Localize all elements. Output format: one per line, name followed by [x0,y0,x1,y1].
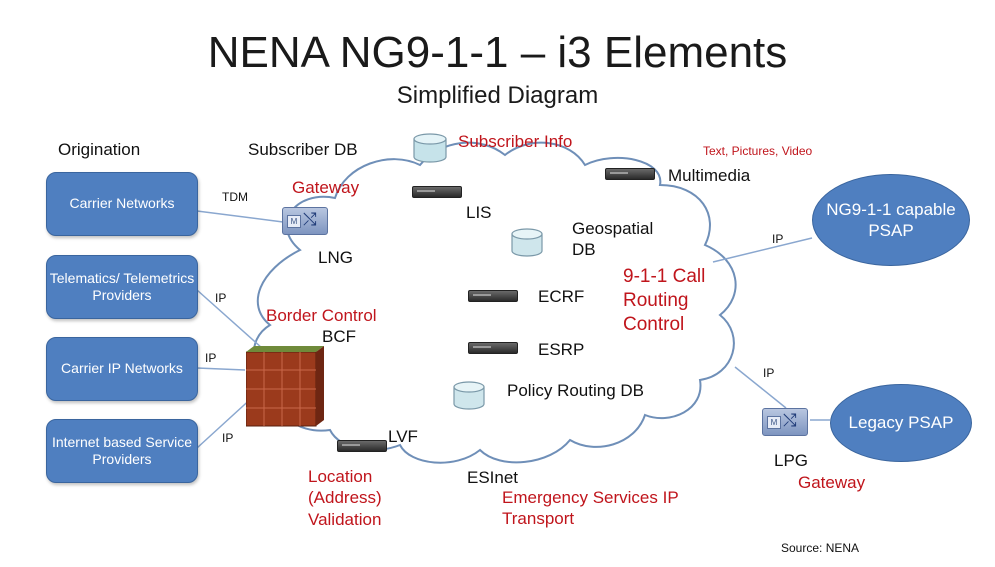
link-carrier-ip [196,367,246,371]
lng-switch-icon: M⤭ [282,207,328,235]
link-tdm [196,210,284,223]
ecrf-server-icon [468,290,518,302]
esinet-description: Emergency Services IP Transport [502,488,679,529]
geospatial-db-icon [511,228,543,257]
lvf-label: LVF [388,427,418,446]
esinet-label: ESInet [467,468,519,487]
origination-heading: Origination [58,140,141,159]
ng-psap-node: NG9-1-1 capable PSAP [812,174,970,266]
link-telematics [196,289,263,349]
subscriber-db-label: Subscriber DB [248,140,358,159]
gateway-top-label: Gateway [292,178,360,197]
routing-control-label: 9-1-1 Call Routing Control [623,266,706,335]
lpg-label: LPG [774,451,809,470]
ip-link-label-internet: IP [222,431,234,445]
ecrf-label: ECRF [538,287,585,306]
firewall-icon [246,346,324,427]
esrp-label: ESRP [538,340,585,359]
border-control-label: Border Control [266,306,377,325]
source-credit: Source: NENA [781,541,860,555]
multimedia-note: Text, Pictures, Video [703,144,813,158]
lis-server-icon [412,186,462,198]
lis-label: LIS [466,203,492,222]
esrp-server-icon [468,342,518,354]
link-legacy-psap [734,366,787,409]
bcf-label: BCF [322,327,356,346]
ip-link-label-telematics: IP [215,291,227,305]
geospatial-db-label: Geospatial DB [572,219,654,260]
esinet-cloud [253,141,737,464]
telematics-providers-box: Telematics/ Telemetrics Providers [46,255,198,319]
location-validation-label: Location (Address) Validation [308,467,382,529]
policy-routing-db-icon [453,381,485,410]
ip-label-top: IP [772,232,784,246]
lpg-switch-icon: M⤭ [762,408,808,436]
link-internet [196,394,256,449]
multimedia-label: Multimedia [668,166,751,185]
subscriber-db-icon [413,133,447,163]
gateway-bottom-label: Gateway [798,473,866,492]
lvf-server-icon [337,440,387,452]
lng-label: LNG [318,248,353,267]
page-title: NENA NG9-1-1 – i3 Elements [207,28,788,77]
tdm-link-label: TDM [222,190,248,204]
page-subtitle: Simplified Diagram [396,82,599,109]
ip-label-bottom: IP [763,366,775,380]
legacy-psap-node: Legacy PSAP [830,384,972,462]
link-ng-psap [712,237,813,263]
multimedia-server-icon [605,168,655,180]
carrier-ip-networks-box: Carrier IP Networks [46,337,198,401]
carrier-networks-box: Carrier Networks [46,172,198,236]
subscriber-info-label: Subscriber Info [458,132,573,151]
policy-routing-db-label: Policy Routing DB [507,381,645,400]
internet-service-providers-box: Internet based Service Providers [46,419,198,483]
ip-link-label-carrier: IP [205,351,217,365]
